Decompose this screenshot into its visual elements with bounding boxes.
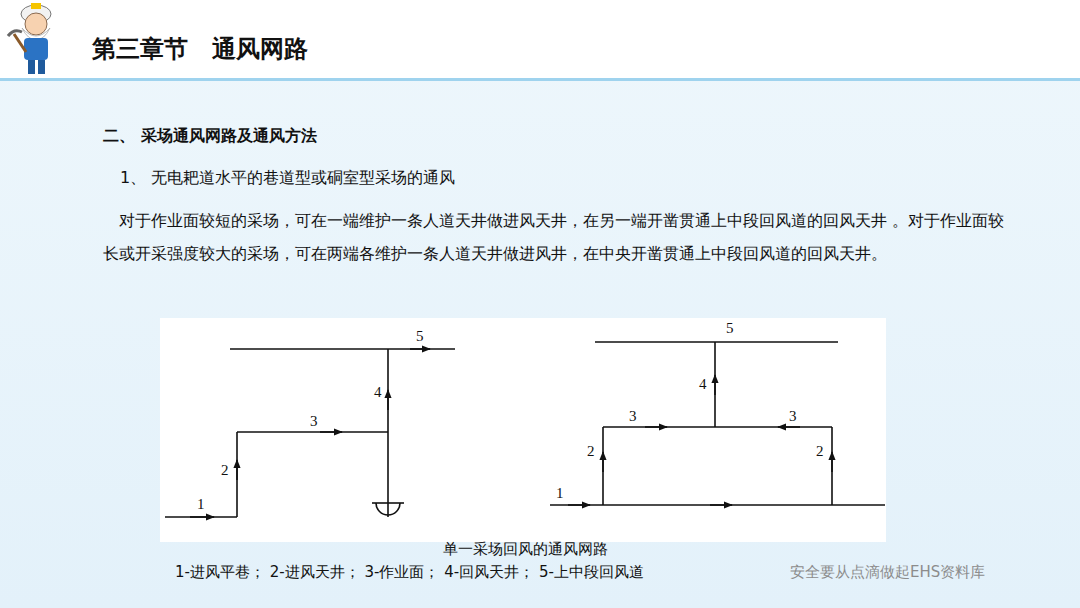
figure-caption: 单一采场回风的通风网路 bbox=[443, 540, 608, 559]
callout-number: 3 bbox=[629, 408, 637, 424]
callout-number: 2 bbox=[221, 462, 229, 478]
figure-panel bbox=[160, 318, 886, 542]
callout-number: 2 bbox=[587, 443, 595, 459]
section-heading: 二、 采场通风网路及通风方法 bbox=[103, 126, 317, 147]
callout-number: 1 bbox=[197, 496, 205, 512]
callout-number: 5 bbox=[726, 320, 734, 336]
callout-number: 4 bbox=[374, 384, 382, 400]
slide-title: 第三章节 通风网路 bbox=[92, 33, 308, 65]
right-network bbox=[550, 342, 885, 505]
callout-number: 3 bbox=[310, 413, 318, 429]
callout-number: 1 bbox=[556, 485, 564, 501]
callout-number: 5 bbox=[416, 328, 424, 344]
miner-mascot bbox=[8, 3, 51, 74]
header-rule bbox=[0, 78, 1080, 81]
callout-number: 4 bbox=[699, 376, 707, 392]
left-network bbox=[165, 349, 455, 517]
body-paragraph: 对于作业面较短的采场，可在一端维护一条人道天井做进风天井，在另一端开凿贯通上中段… bbox=[103, 204, 1013, 270]
callout-number: 3 bbox=[789, 408, 797, 424]
sub-heading: 1、 无电耙道水平的巷道型或硐室型采场的通风 bbox=[120, 168, 455, 189]
legend-line: 1-进风平巷； 2-进风天井； 3-作业面； 4-回风天井； 5-上中段回风道 bbox=[175, 563, 644, 582]
callout-number: 2 bbox=[816, 443, 824, 459]
watermark: 安全要从点滴做起EHS资料库 bbox=[790, 563, 985, 582]
